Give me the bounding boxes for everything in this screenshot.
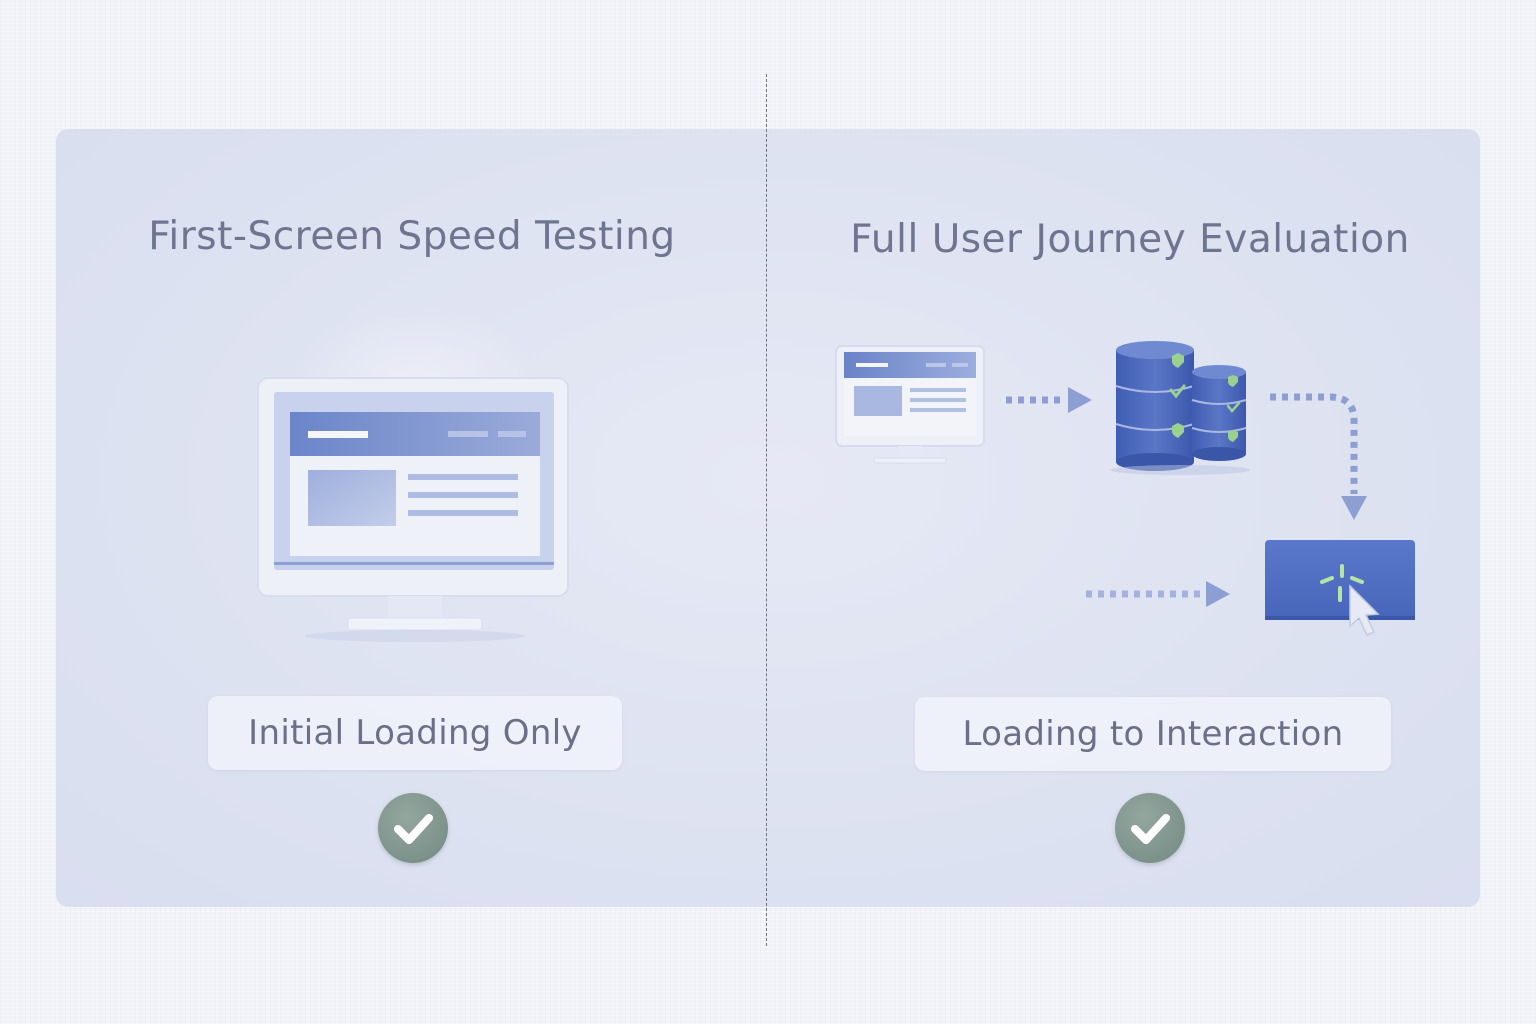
check-icon (1115, 793, 1185, 863)
center-divider (766, 74, 767, 946)
user-journey-flow (835, 341, 1415, 636)
left-heading: First-Screen Speed Testing (148, 214, 676, 259)
left-label-pill: Initial Loading Only (208, 696, 622, 770)
database-icon (1110, 341, 1250, 475)
click-button-icon (1265, 540, 1415, 636)
monitor-icon (257, 305, 569, 642)
right-label-pill: Loading to Interaction (915, 697, 1391, 771)
small-monitor-icon (835, 345, 985, 464)
check-icon (378, 793, 448, 863)
right-heading: Full User Journey Evaluation (850, 217, 1410, 262)
